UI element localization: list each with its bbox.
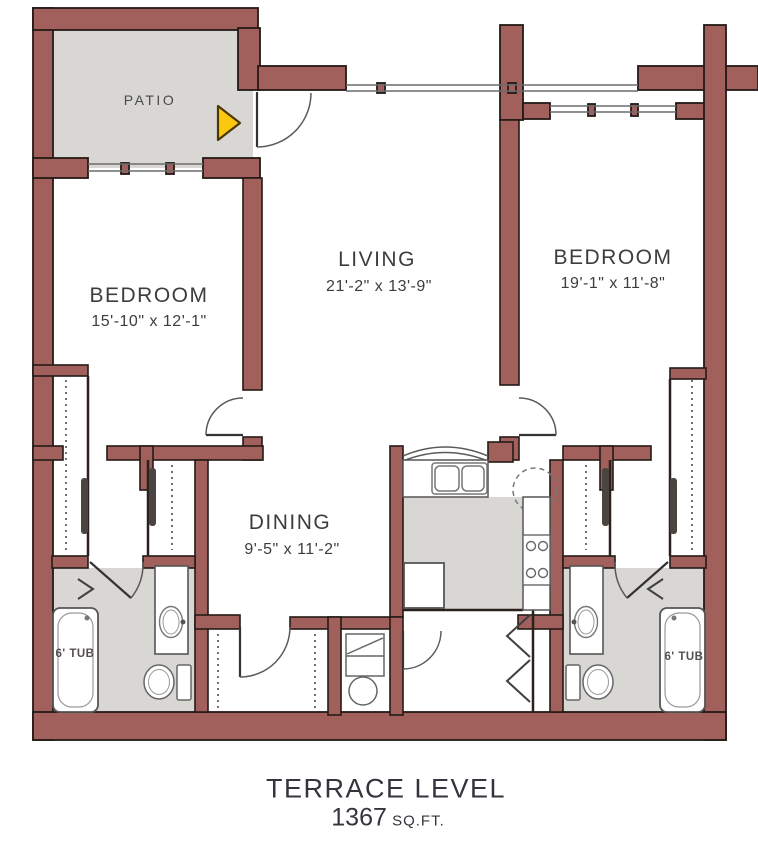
entry-arrow-icon [216, 104, 242, 142]
toilet-tank-left [176, 664, 192, 701]
floor-areas [52, 30, 706, 712]
water-heater [348, 676, 378, 706]
living-label: LIVING [338, 248, 416, 271]
tub-right [659, 607, 706, 713]
closet-door-slabs [81, 468, 677, 534]
toilet-tank-right [565, 664, 581, 701]
bifold-doors [77, 578, 664, 703]
kitchen-island [403, 562, 445, 609]
closet-rods [65, 380, 693, 708]
tub-left-label: 6' TUB [55, 648, 95, 660]
tub-right-label: 6' TUB [664, 651, 704, 663]
plan-title: TERRACE LEVEL [265, 773, 507, 804]
stove [522, 534, 551, 586]
plan-area-value: 1367 [331, 803, 387, 832]
refrigerator [512, 467, 558, 513]
plan-area: 1367 SQ.FT. [331, 804, 444, 833]
dining-dims: 9'-5" x 11'-2" [244, 541, 340, 558]
kitchen-fixtures [402, 459, 558, 611]
double-sink [431, 462, 488, 495]
plan-area-unit: SQ.FT. [392, 812, 445, 830]
bedroom-right-label: BEDROOM [553, 246, 673, 269]
bathroom-right-fixtures [565, 565, 706, 713]
partition-lines [86, 376, 672, 712]
bedroom-left-dims: 15'-10" x 12'-1" [91, 313, 207, 330]
kitchen-arch [402, 446, 489, 457]
bedroom-left-label: BEDROOM [89, 284, 209, 307]
windows [88, 84, 676, 172]
bedroom-right-dims: 19'-1" x 11'-8" [560, 275, 666, 292]
laundry-fixtures [345, 633, 385, 706]
bathroom-left-fixtures [52, 565, 192, 713]
door-arcs [89, 92, 669, 678]
tub-left [52, 607, 99, 713]
patio-floor [53, 30, 253, 168]
living-dims: 21'-2" x 13'-9" [326, 278, 432, 295]
patio-label: PATIO [123, 92, 177, 108]
dining-label: DINING [248, 511, 332, 534]
